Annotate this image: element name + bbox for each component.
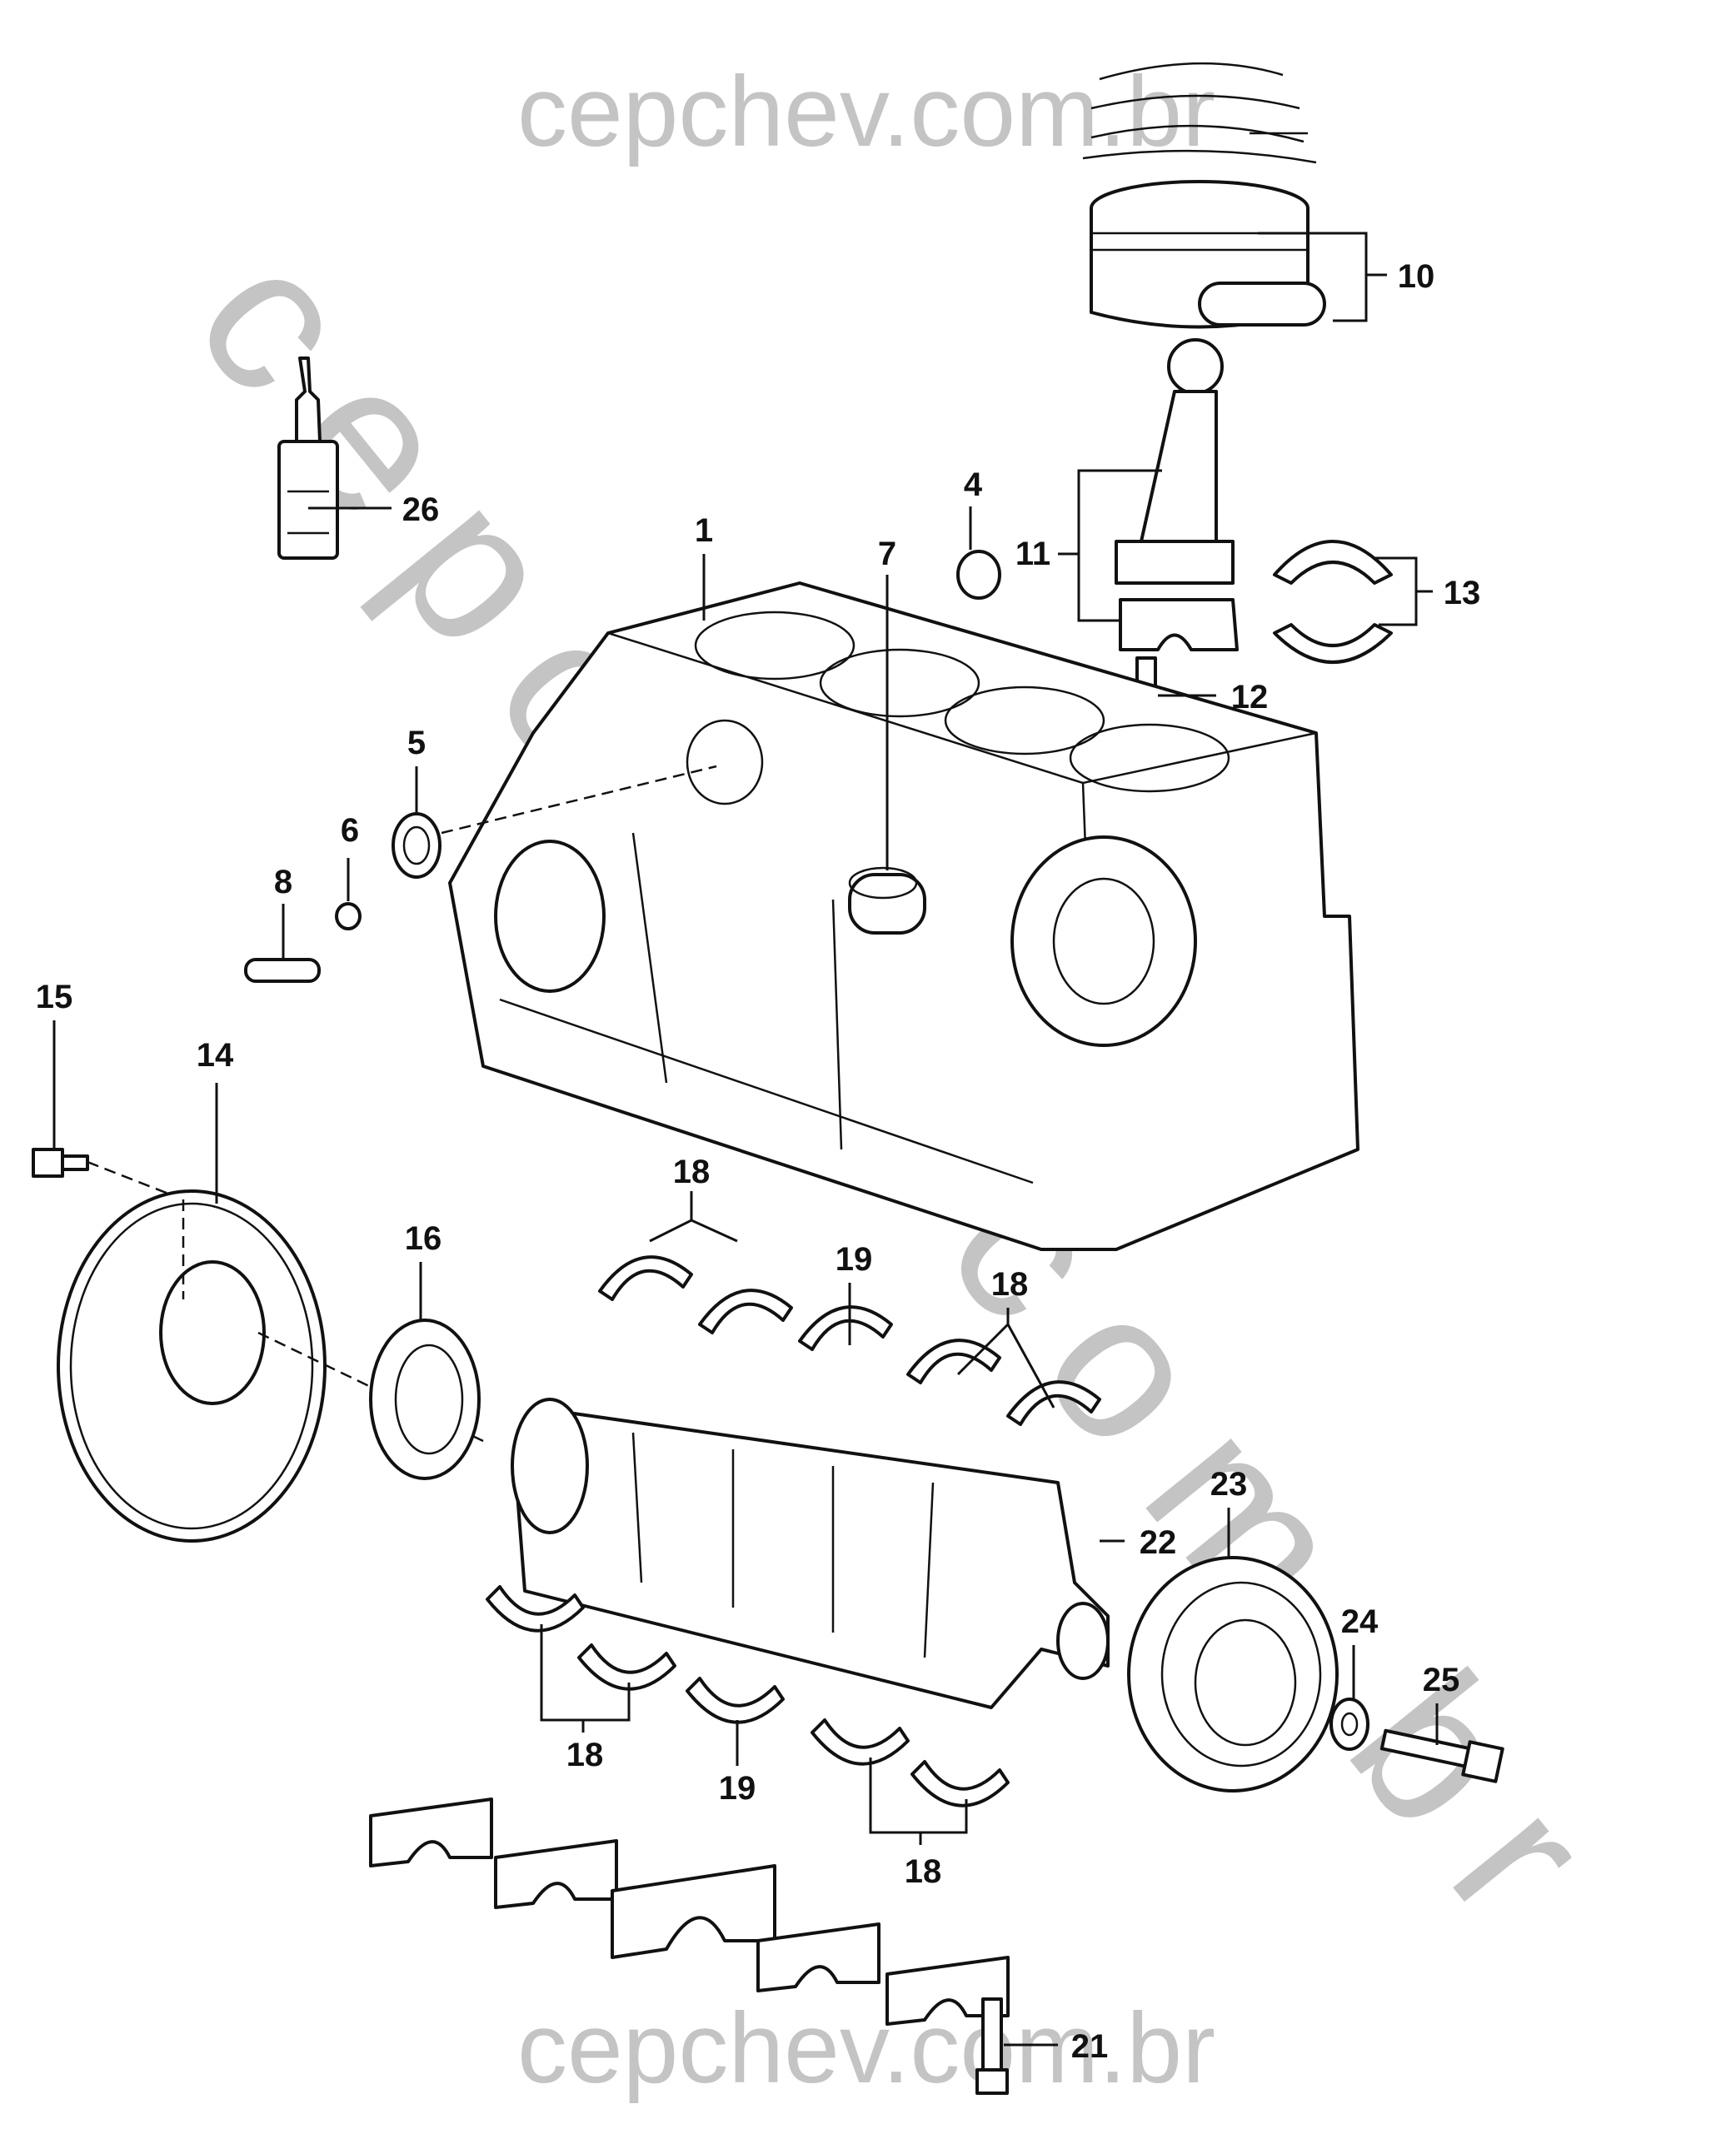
callout-18-lower-left: 18 (566, 1737, 604, 1773)
callout-5: 5 (407, 725, 426, 761)
flywheel-bolt (32, 1148, 184, 1201)
callout-18-lower-right: 18 (905, 1853, 942, 1890)
connecting-rod (1115, 338, 1239, 651)
callout-16: 16 (405, 1220, 442, 1257)
main-bearing-shells-lower (486, 1585, 1010, 1807)
callout-24: 24 (1341, 1603, 1379, 1640)
callout-18-upper-left: 18 (673, 1154, 711, 1190)
callout-13: 13 (1444, 575, 1481, 611)
cap-bolt (975, 1997, 1009, 2095)
camshaft-seal (392, 765, 717, 879)
callout-4: 4 (964, 466, 983, 503)
callout-25: 25 (1423, 1662, 1460, 1698)
callout-12: 12 (1231, 679, 1269, 716)
callout-1: 1 (695, 512, 713, 549)
callout-7: 7 (878, 536, 896, 572)
callout-15: 15 (36, 979, 73, 1015)
callout-19-upper: 19 (836, 1241, 873, 1278)
dowel-pin (244, 958, 321, 983)
callout-21: 21 (1071, 2028, 1109, 2065)
rear-main-seal (369, 1319, 481, 1480)
callout-26: 26 (402, 491, 440, 528)
sealant-bottle (277, 357, 339, 560)
callout-18-upper-right: 18 (991, 1266, 1029, 1303)
callout-22: 22 (1140, 1524, 1177, 1561)
callout-11: 11 (1015, 536, 1050, 572)
callout-8: 8 (274, 864, 292, 900)
cup-plug (335, 902, 362, 930)
flywheel (57, 1189, 484, 1543)
rod-bearing-shells (1273, 540, 1393, 664)
crankshaft-pulley (1127, 1556, 1339, 1792)
pulley-washer (1329, 1698, 1369, 1751)
bushing (848, 866, 926, 935)
watermark-top: cepchev.com.br (517, 56, 1215, 167)
crankshaft (511, 1398, 1110, 1709)
watermark-bottom: cepchev.com.br (517, 1992, 1215, 2104)
main-bearing-shells-upper (598, 1255, 1101, 1426)
callout-labels: 1 4 5 6 7 8 10 11 12 13 14 15 16 18 19 1… (36, 258, 1481, 2065)
callout-23: 23 (1210, 1466, 1248, 1503)
pulley-bolt (1379, 1728, 1504, 1783)
callout-6: 6 (341, 812, 359, 849)
callout-14: 14 (197, 1037, 234, 1074)
main-bearing-caps (369, 1797, 1010, 2026)
callout-19-lower: 19 (719, 1770, 756, 1807)
callout-10: 10 (1398, 258, 1435, 295)
plug (956, 550, 1001, 600)
piston-assembly (1082, 62, 1326, 329)
leader-lines (52, 232, 1439, 2047)
